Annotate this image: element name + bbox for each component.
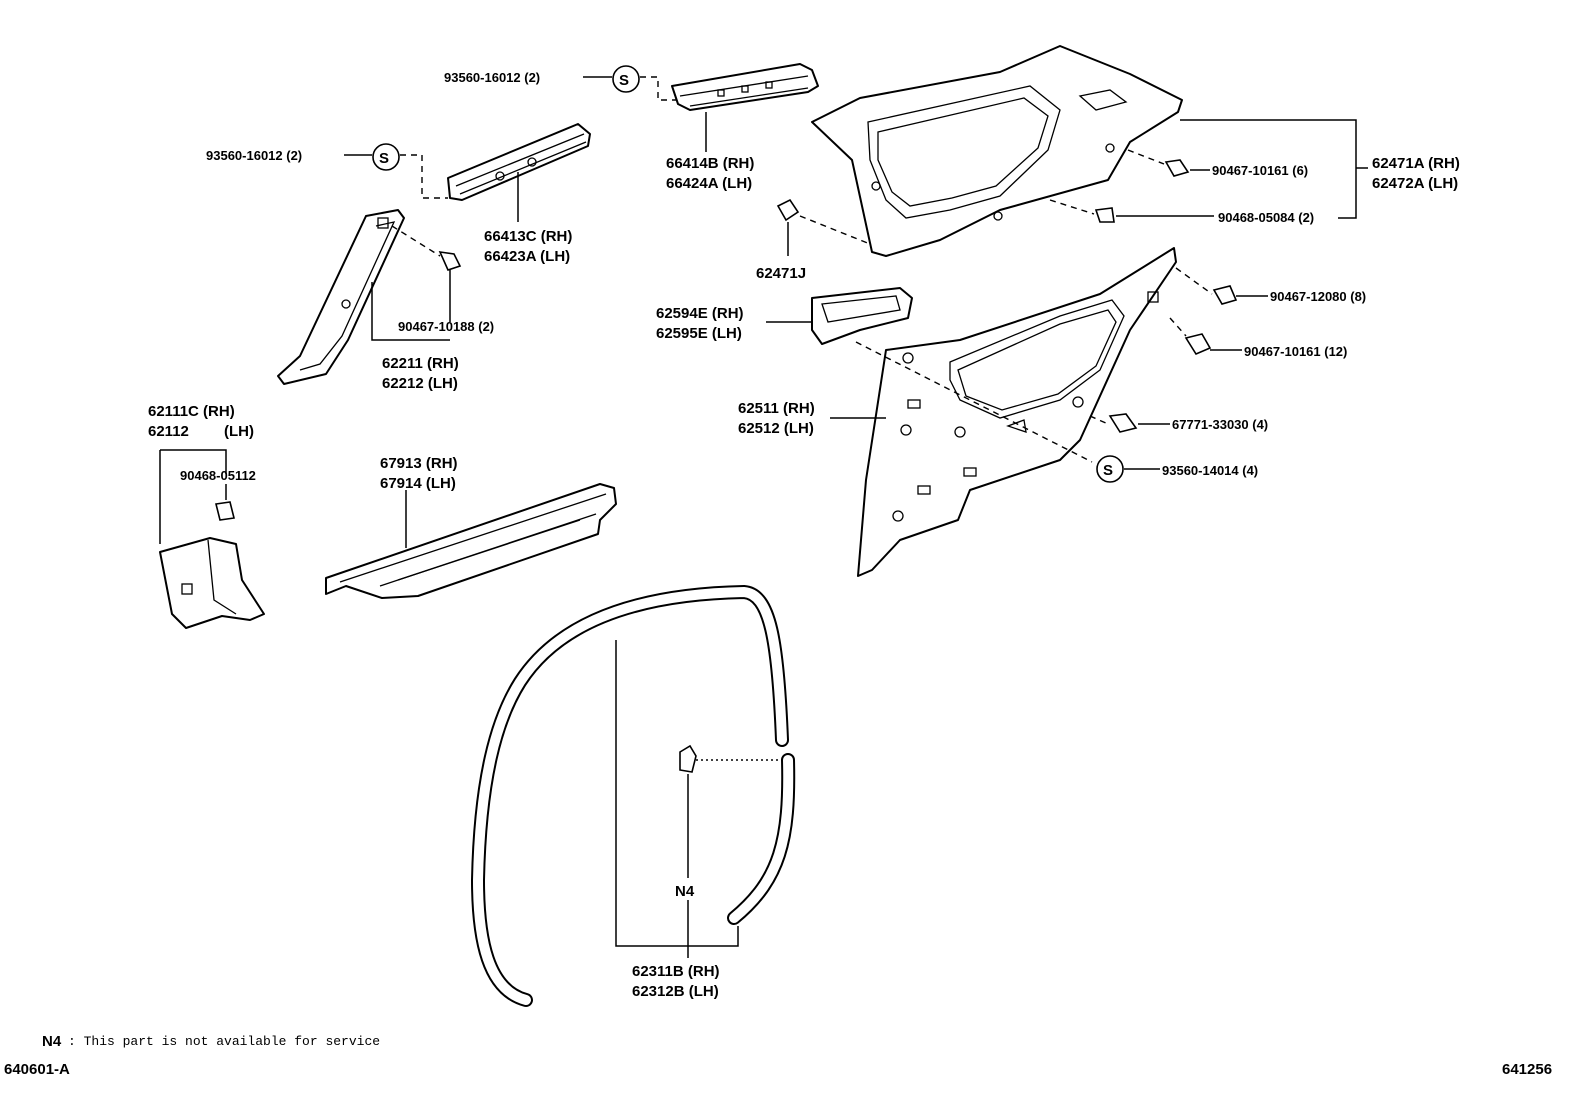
footer-note-code: N4	[42, 1033, 62, 1050]
label-90467-10161-6: 90467-10161 (6)	[1212, 163, 1308, 178]
s-letter-top: S	[619, 72, 629, 89]
label-62472a: 62472A (LH)	[1372, 175, 1458, 192]
footer-left-code: 640601-A	[4, 1061, 70, 1078]
label-62312b: 62312B (LH)	[632, 983, 719, 1000]
rail-66413c	[447, 123, 591, 201]
label-62212: 62212 (LH)	[382, 375, 458, 392]
label-93560-16012-top: 93560-16012 (2)	[444, 70, 540, 85]
footer-right-code: 641256	[1502, 1061, 1552, 1078]
clip-90468-05112	[215, 501, 235, 521]
weatherstrip	[470, 584, 796, 1007]
label-62112-lh: (LH)	[224, 423, 254, 440]
quarter-panel	[857, 247, 1177, 577]
kick-panel	[159, 537, 265, 629]
label-62471a: 62471A (RH)	[1372, 155, 1460, 172]
clip-90467-10161-a	[1127, 149, 1190, 177]
label-62211: 62211 (RH)	[382, 355, 459, 372]
s-circle-mid	[372, 143, 400, 171]
scuff-plate	[325, 483, 617, 599]
pillar-62211	[277, 209, 405, 385]
label-66414b: 66414B (RH)	[666, 155, 754, 172]
label-62111c: 62111C (RH)	[148, 403, 235, 420]
label-90468-05112: 90468-05112	[180, 468, 256, 483]
label-n4: N4	[675, 883, 695, 900]
s-circle-top	[612, 65, 640, 93]
label-62112: 62112	[148, 423, 189, 440]
rail-66414b	[671, 63, 819, 111]
label-67913: 67913 (RH)	[380, 455, 458, 472]
clip-n4	[679, 744, 697, 773]
s-letter-right: S	[1103, 462, 1113, 479]
footer-note-text: : This part is not available for service	[68, 1034, 380, 1049]
label-62595e: 62595E (LH)	[656, 325, 742, 342]
label-66424a: 66424A (LH)	[666, 175, 752, 192]
clip-90468-05084	[1049, 199, 1115, 223]
label-67914: 67914 (LH)	[380, 475, 456, 492]
s-letter-mid: S	[379, 150, 389, 167]
label-67771-33030: 67771-33030 (4)	[1172, 417, 1268, 432]
quarter-window-trim	[811, 45, 1183, 257]
label-62471j: 62471J	[756, 265, 806, 282]
s-circle-right	[1096, 455, 1124, 483]
label-90467-12080: 90467-12080 (8)	[1270, 289, 1366, 304]
label-62511: 62511 (RH)	[738, 400, 815, 417]
label-62512: 62512 (LH)	[738, 420, 814, 437]
label-93560-16012-mid: 93560-16012 (2)	[206, 148, 302, 163]
label-90468-05084: 90468-05084 (2)	[1218, 210, 1314, 225]
clip-67771-33030	[1108, 413, 1138, 433]
handle-62594e	[811, 287, 913, 345]
label-90467-10161-12: 90467-10161 (12)	[1244, 344, 1347, 359]
label-62311b: 62311B (RH)	[632, 963, 720, 980]
clip-62471j	[776, 198, 871, 245]
clip-90467-10161-b	[1184, 333, 1212, 356]
clip-90467-10188	[391, 225, 462, 271]
label-66423a: 66423A (LH)	[484, 248, 570, 265]
label-62594e: 62594E (RH)	[656, 305, 744, 322]
clip-90467-12080	[1212, 285, 1238, 305]
label-90467-10188: 90467-10188 (2)	[398, 319, 494, 334]
label-93560-14014: 93560-14014 (4)	[1162, 463, 1258, 478]
label-66413c: 66413C (RH)	[484, 228, 572, 245]
